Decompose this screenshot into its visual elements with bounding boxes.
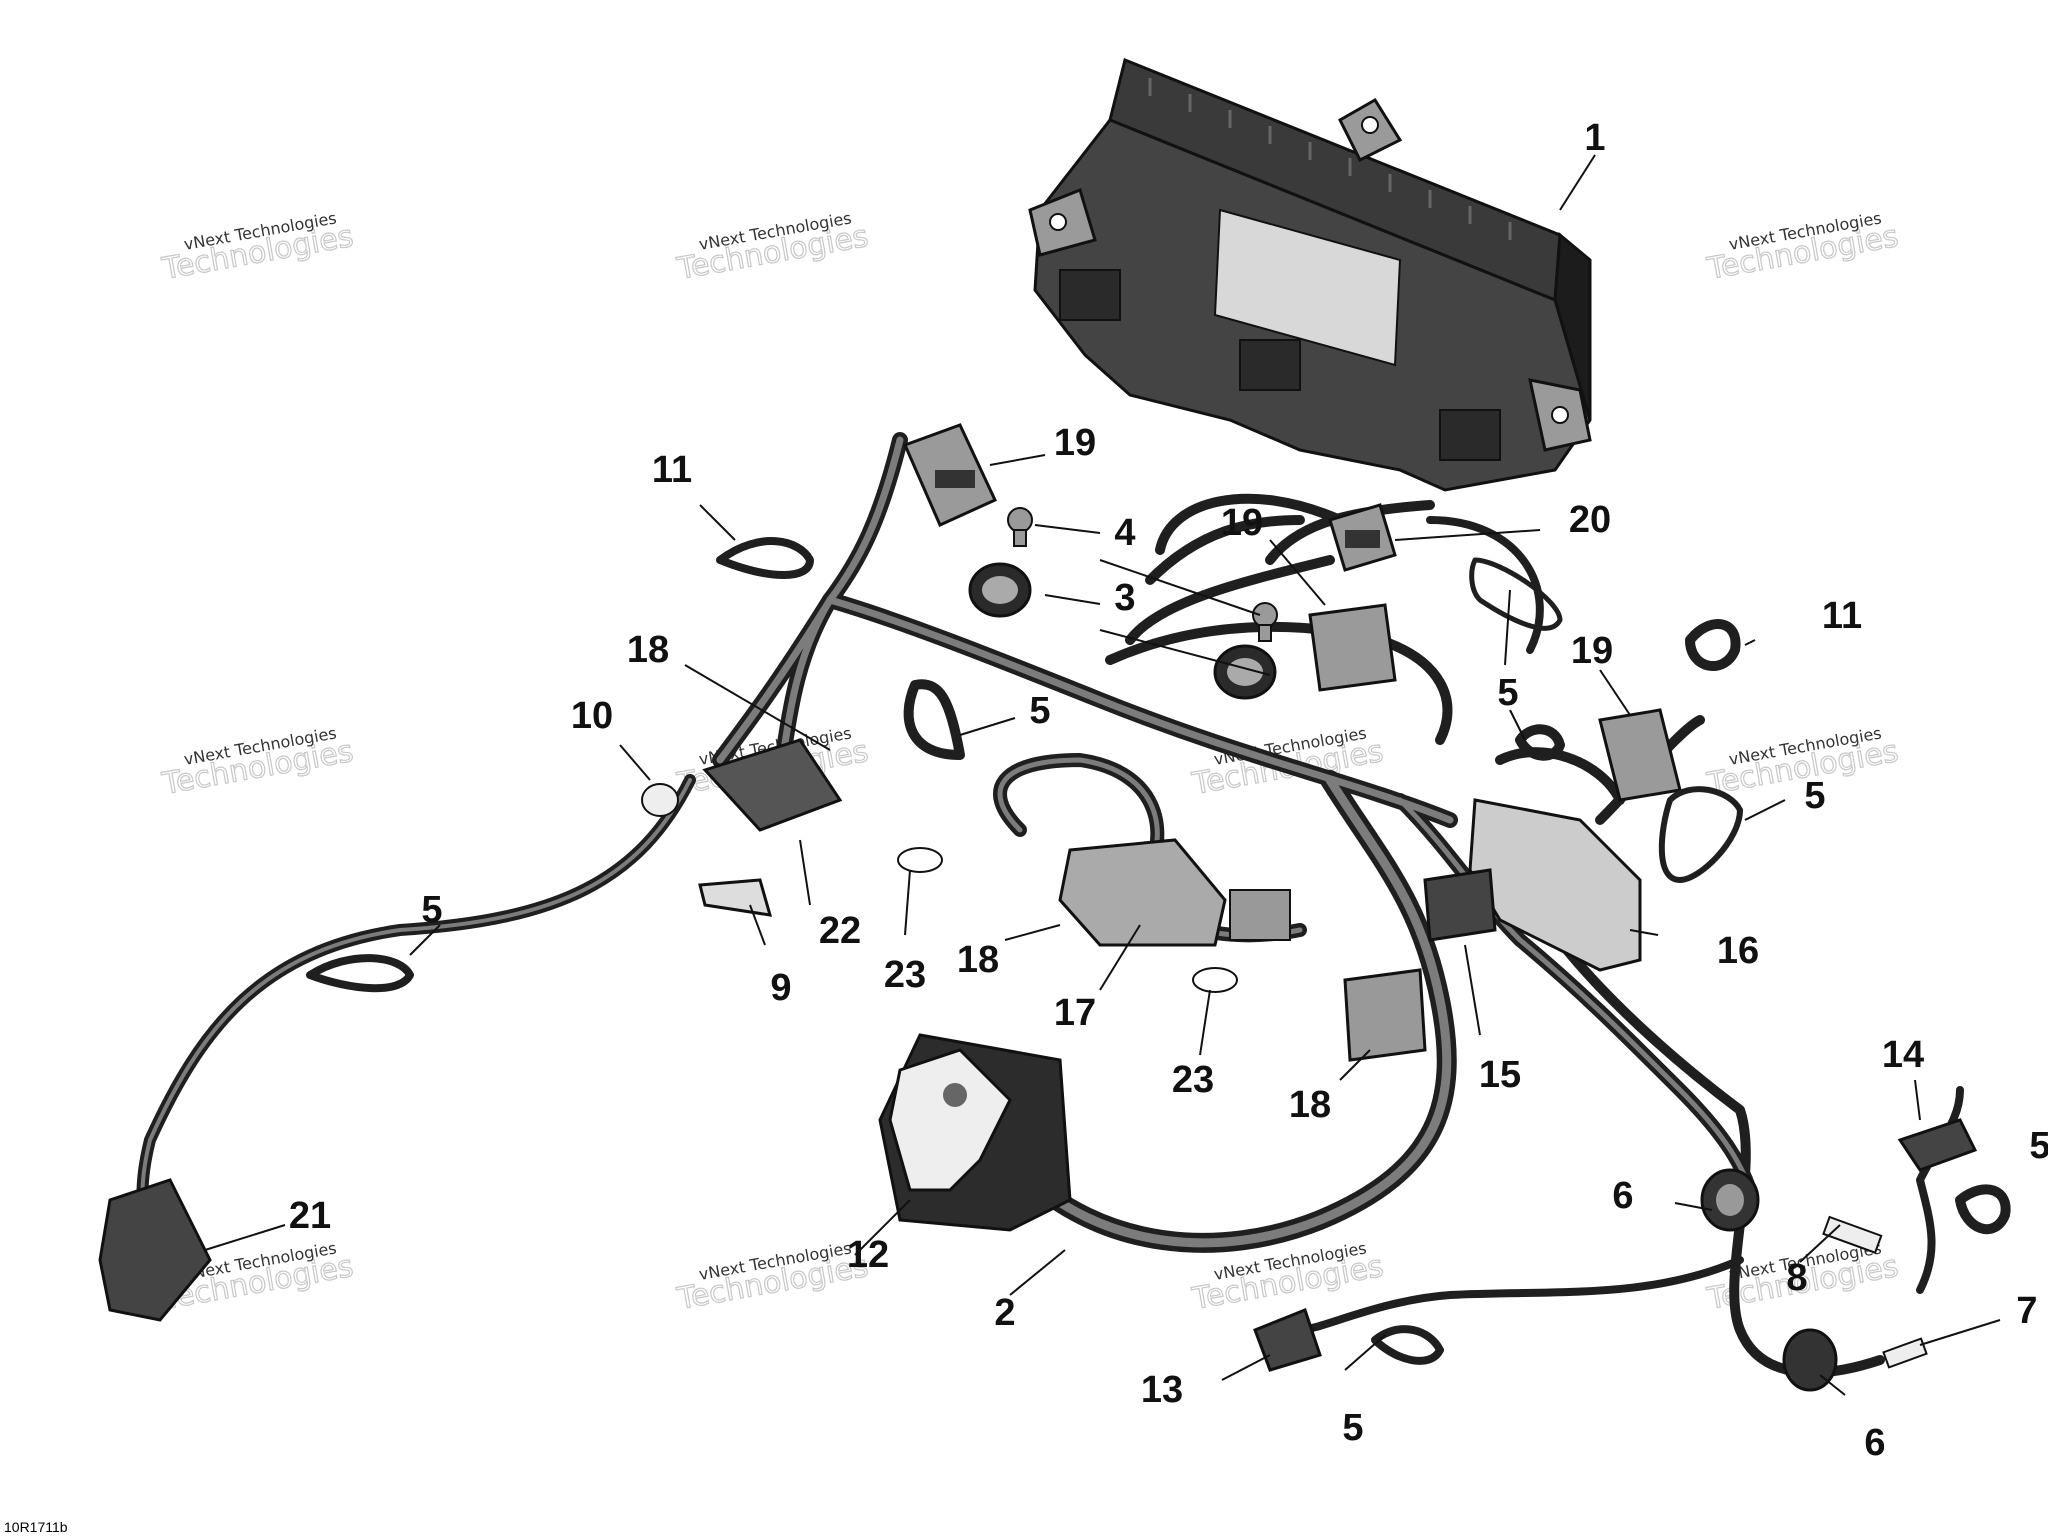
grommet-10 <box>641 783 679 817</box>
callout-18b: 18 <box>957 939 999 981</box>
callout-12: 12 <box>847 1234 889 1276</box>
callout-5e: 5 <box>1342 1407 1363 1449</box>
callout-16: 16 <box>1717 930 1759 972</box>
callout-17: 17 <box>1054 992 1096 1034</box>
grommet-6-lower <box>1782 1328 1838 1392</box>
clip-5-right-edge <box>1955 1184 2011 1235</box>
callout-1: 1 <box>1584 117 1605 159</box>
cable-tie-11-left <box>716 537 814 579</box>
watermark: Technologies vNext Technologies <box>673 1238 871 1317</box>
grommet-3b <box>1213 644 1277 700</box>
callout-5d: 5 <box>421 889 442 931</box>
watermark: Technologies vNext Technologies <box>1703 723 1901 802</box>
callout-19a: 19 <box>1054 422 1096 464</box>
callout-3a: 3 <box>1114 577 1135 619</box>
cable-tie-5-ring <box>1658 786 1743 883</box>
connector-21 <box>98 1178 212 1322</box>
bolt-7 <box>1882 1337 1928 1369</box>
grommet-6-upper <box>1700 1168 1760 1232</box>
callout-6b: 6 <box>1864 1422 1885 1464</box>
callout-labels: 1 2 3 3 4 5 5 5 5 5 5 6 6 7 8 9 10 11 11… <box>289 117 2048 1464</box>
bracket-9 <box>698 878 773 917</box>
callout-5a: 5 <box>1029 690 1050 732</box>
callout-11b: 11 <box>1822 595 1862 637</box>
connector-19-middle <box>1308 603 1397 692</box>
callout-15: 15 <box>1479 1054 1521 1096</box>
grommet-3a <box>968 562 1032 618</box>
watermark: Technologies vNext Technologies <box>158 208 356 287</box>
ecm-module <box>1028 57 1592 492</box>
callout-19b: 19 <box>1221 502 1263 544</box>
watermark: Technologies vNext Technologies <box>158 723 356 802</box>
cable-tie-5-clip <box>903 679 965 760</box>
callout-2: 2 <box>994 1292 1015 1334</box>
washer-23a <box>897 847 943 873</box>
callout-5c: 5 <box>1804 775 1825 817</box>
cable-tie-5-loop <box>1469 557 1563 631</box>
connector-13 <box>1253 1308 1322 1372</box>
callout-6a: 6 <box>1612 1175 1633 1217</box>
clip-5-small <box>1515 724 1565 761</box>
callout-9: 9 <box>770 967 791 1009</box>
callout-14: 14 <box>1882 1034 1924 1076</box>
connector-14 <box>1897 1118 1978 1172</box>
callout-22: 22 <box>819 910 861 952</box>
callout-10: 10 <box>571 695 613 737</box>
connector-18-lower <box>1343 968 1427 1062</box>
cable-tie-11-right <box>1685 619 1741 671</box>
connector-19-top <box>902 423 997 527</box>
callout-11a: 11 <box>652 449 692 491</box>
cable-tie-5-left <box>306 954 414 993</box>
washer-23b <box>1192 967 1238 993</box>
wiring-harness <box>136 432 1964 1378</box>
callout-7: 7 <box>2016 1290 2037 1332</box>
callout-19c: 19 <box>1571 630 1613 672</box>
screw-4a <box>1007 507 1033 547</box>
callout-18c: 18 <box>1289 1084 1331 1126</box>
fuse-holder-16 <box>1468 798 1642 972</box>
callout-23a: 23 <box>884 954 926 996</box>
figure-code: 10R1711b <box>4 1519 68 1535</box>
connector-15 <box>1423 868 1497 942</box>
watermark: Technologies vNext Technologies <box>673 208 871 287</box>
callout-5b: 5 <box>1497 672 1518 714</box>
callout-20: 20 <box>1569 499 1611 541</box>
callout-5f: 5 <box>2029 1125 2048 1167</box>
callout-18a: 18 <box>627 629 669 671</box>
relay-box-22 <box>702 738 843 832</box>
connector-20 <box>1328 503 1397 572</box>
cable-tie-5-bottom <box>1371 1325 1444 1365</box>
leader-lines <box>204 154 2001 1396</box>
callout-4: 4 <box>1114 512 1135 554</box>
screw-4b <box>1252 602 1278 642</box>
callout-23b: 23 <box>1172 1059 1214 1101</box>
ecu-connector-12 <box>878 1033 1072 1232</box>
callout-21: 21 <box>289 1195 331 1237</box>
callout-8: 8 <box>1786 1257 1807 1299</box>
watermark: Technologies vNext Technologies <box>1703 208 1901 287</box>
callout-13: 13 <box>1141 1369 1183 1411</box>
junction-17 <box>1058 838 1291 947</box>
